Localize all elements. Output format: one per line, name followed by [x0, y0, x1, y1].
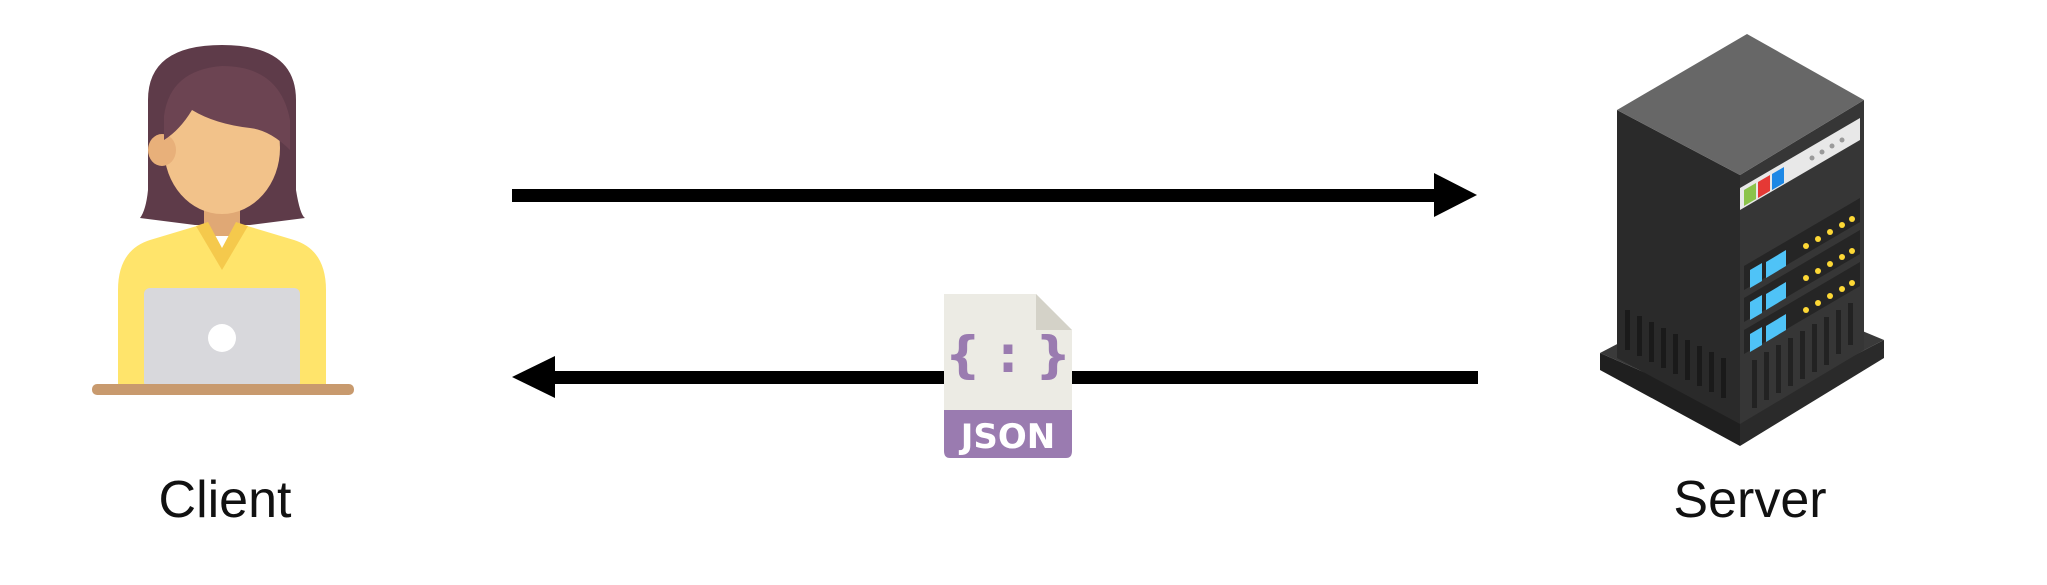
server-base-right — [1740, 340, 1884, 446]
server-drive-bay-2 — [1744, 230, 1860, 322]
json-badge — [944, 410, 1072, 458]
request-arrow-shaft — [512, 189, 1448, 202]
server-panel-dots — [1809, 137, 1845, 161]
server-drive-bay-3 — [1744, 262, 1860, 354]
json-page-fold — [1036, 294, 1072, 330]
server-led-red — [1758, 175, 1770, 198]
server-led-blue — [1772, 167, 1784, 190]
server-rack-icon — [1600, 34, 1884, 446]
client-bangs — [164, 66, 290, 150]
server-base-left — [1600, 353, 1740, 446]
server-vents-left — [1625, 310, 1726, 398]
person-with-laptop-icon — [92, 45, 354, 395]
server-led-green — [1744, 183, 1756, 206]
response-arrow-head — [512, 356, 555, 398]
client-collar — [196, 222, 248, 270]
json-braces: { : } — [945, 326, 1071, 384]
client-ear — [148, 134, 176, 166]
server-vents-right — [1752, 303, 1853, 408]
request-arrow — [512, 173, 1477, 217]
client-desk — [92, 384, 354, 395]
server-label: Server — [1673, 471, 1827, 529]
client-laptop-logo — [208, 324, 236, 352]
request-arrow-head — [1434, 173, 1477, 217]
server-top-face — [1617, 34, 1864, 175]
server-drive-bay-1 — [1744, 198, 1860, 290]
client-label: Client — [158, 471, 292, 529]
json-file-icon: { : } JSON — [944, 294, 1072, 458]
json-badge-label: JSON — [959, 417, 1056, 457]
server-left-face — [1617, 110, 1740, 424]
